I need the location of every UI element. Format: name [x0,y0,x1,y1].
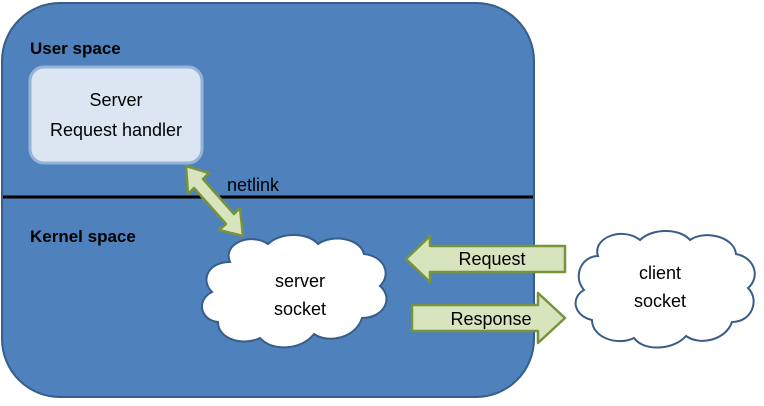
netlink-arrow [184,164,245,238]
server-socket-cloud: server socket [201,234,388,349]
kernel-space-label: Kernel space [30,227,136,246]
request-label: Request [458,249,525,269]
request-handler-line1: Server [89,90,142,110]
response-label: Response [450,309,531,329]
response-arrow: Response [410,291,567,345]
netlink-label: netlink [227,175,280,195]
client-socket-line2: socket [634,291,686,311]
user-space-label: User space [30,39,121,58]
request-arrow: Request [404,234,567,284]
client-socket-line1: client [639,263,681,283]
server-socket-line1: server [275,271,325,291]
request-handler-line2: Request handler [50,120,182,140]
request-handler-box: Server Request handler [28,65,204,165]
server-socket-line2: socket [274,299,326,319]
client-socket-cloud: client socket [574,230,756,349]
